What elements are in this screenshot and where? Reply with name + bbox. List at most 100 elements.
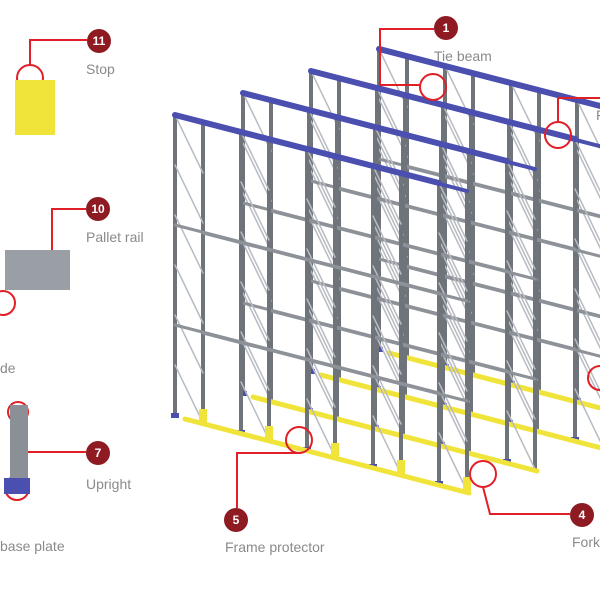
label-fork: Fork (572, 534, 600, 550)
frame-protector (397, 460, 405, 474)
frame-bracing (438, 282, 468, 342)
frame-bracing (308, 359, 338, 419)
leader-fork (482, 486, 570, 515)
frame-bracing (508, 171, 538, 231)
frame-bracing (576, 149, 600, 200)
frame-bracing (574, 388, 600, 443)
frame-bracing (240, 381, 270, 441)
callout-circle-right-lower (587, 365, 600, 391)
frame-bracing (374, 176, 404, 236)
frame-bracing (240, 331, 270, 391)
badge-5: 5 (224, 508, 248, 532)
label-stop: Stop (86, 61, 115, 77)
badge-10: 10 (86, 197, 110, 221)
frame-bracing (438, 382, 468, 442)
frame-bracing (506, 260, 536, 320)
frame-bracing (374, 376, 404, 436)
frame-bracing (574, 238, 600, 293)
frame-bracing (372, 165, 402, 225)
pallet-rail-component (5, 250, 70, 290)
label-tie-beam: Tie beam (434, 48, 492, 64)
frame-bracing (506, 360, 536, 420)
frame-bracing (438, 432, 468, 492)
frame-bracing (438, 232, 468, 292)
frame-bracing (174, 364, 204, 424)
frame-bracing (306, 198, 336, 258)
pallet-rail (405, 165, 600, 219)
frame-bracing (576, 349, 600, 400)
badge-4: 4 (570, 503, 594, 527)
frame-bracing (240, 131, 270, 191)
tie-beam (337, 77, 600, 149)
frame-bracing (174, 114, 204, 174)
leader-right (557, 97, 600, 122)
callout-circle-guide (0, 290, 16, 316)
leader-frame-protector (236, 452, 299, 508)
frame-bracing (574, 188, 600, 243)
frame-protector (331, 443, 339, 457)
badge-11: 11 (87, 29, 111, 53)
pallet-rail (201, 231, 469, 303)
frame-bracing (174, 314, 204, 374)
frame-bracing (240, 281, 270, 341)
frame-bracing (242, 242, 272, 302)
frame-bracing (372, 315, 402, 375)
frame-protector (199, 409, 207, 423)
frame-bracing (372, 415, 402, 475)
frame-bracing (506, 160, 536, 220)
frame-bracing (574, 288, 600, 343)
frame-bracing (306, 148, 336, 208)
frame-bracing (508, 271, 538, 331)
frame-bracing (174, 264, 204, 324)
floor-guide (250, 394, 540, 474)
pallet-rail (405, 265, 600, 319)
frame-bracing (438, 182, 468, 242)
leader-upright (19, 421, 86, 453)
badge-7: 7 (86, 441, 110, 465)
callout-circle-tie-beam (419, 73, 447, 101)
frame-bracing (438, 332, 468, 392)
leader-tie-beam (379, 28, 434, 86)
label-upright: Upright (86, 476, 132, 492)
base-plate (171, 413, 179, 418)
frame-bracing (308, 259, 338, 319)
frame-bracing (242, 342, 272, 402)
frame-bracing (374, 276, 404, 336)
label-base-plate: base plate (0, 538, 65, 554)
frame-protector (463, 477, 471, 491)
leader-stop (29, 39, 87, 65)
floor-guide (182, 416, 472, 496)
upright-component (10, 405, 28, 480)
frame-bracing (440, 193, 470, 253)
callout-circle-fork (469, 460, 497, 488)
leader-pallet-rail (51, 208, 86, 259)
frame-bracing (372, 215, 402, 275)
frame-bracing (440, 293, 470, 353)
frame-bracing (508, 321, 538, 381)
tie-beam (405, 55, 600, 109)
frame-bracing (576, 249, 600, 300)
frame-bracing (506, 210, 536, 270)
floor-guide (386, 350, 600, 411)
label-pallet-rail: Pallet rail (86, 229, 144, 245)
frame-bracing (242, 142, 272, 202)
floor-guide (318, 372, 600, 451)
frame-bracing (508, 221, 538, 281)
frame-protector (265, 426, 273, 440)
frame-bracing (240, 231, 270, 291)
tie-beam (269, 99, 537, 171)
frame-bracing (306, 298, 336, 358)
tie-beam (201, 121, 469, 193)
frame-bracing (574, 338, 600, 393)
label-frame-protector: Frame protector (225, 539, 325, 555)
frame-bracing (508, 371, 538, 431)
frame-bracing (506, 410, 536, 470)
frame-bracing (240, 181, 270, 241)
base-plate-component (4, 478, 30, 494)
pallet-rail (201, 331, 469, 403)
frame-bracing (174, 164, 204, 224)
frame-bracing (574, 138, 600, 193)
frame-bracing (576, 99, 600, 150)
